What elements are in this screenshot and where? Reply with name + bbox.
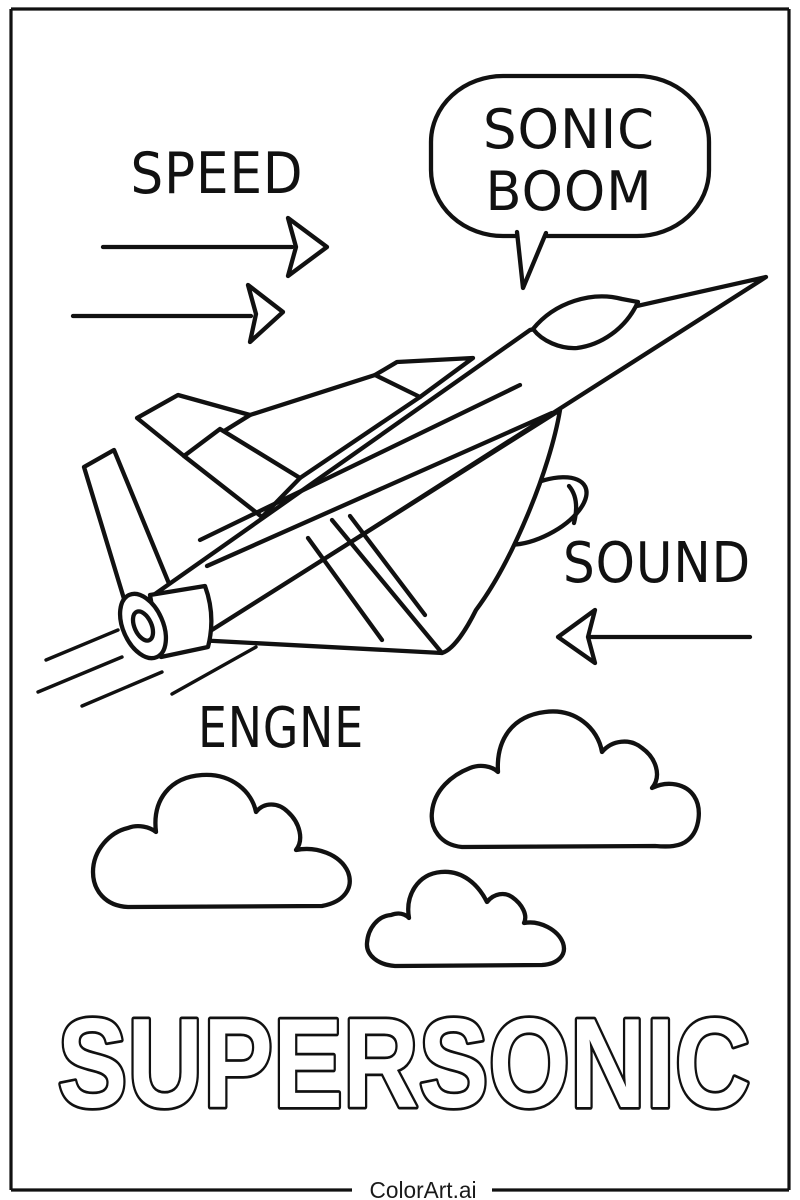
cloud-icon: [90, 772, 352, 910]
jet-engine-nozzle: [117, 583, 214, 661]
engine-label: ENGNE: [198, 696, 364, 761]
speech-bubble: SONIC BOOM: [428, 73, 712, 291]
jet-wing: [193, 407, 563, 656]
jet-canopy: [530, 294, 641, 351]
sonic-boom-line2: BOOM: [486, 160, 653, 223]
sound-label: SOUND: [563, 531, 751, 596]
jet-far-stabilizer: [372, 355, 476, 400]
sound-annotation: SOUND: [555, 531, 753, 666]
jet-drawing: [36, 274, 769, 708]
exhaust-speed-lines: [36, 628, 258, 708]
sonic-boom-line1: SONIC: [483, 98, 655, 161]
supersonic-title: SUPERSONIC: [58, 992, 751, 1134]
cloud-icon: [364, 869, 567, 969]
watermark: ColorArt.ai: [370, 1177, 477, 1200]
speed-label: SPEED: [131, 141, 304, 207]
sound-arrow-icon: [555, 607, 753, 666]
speed-arrow-icon: [70, 282, 286, 345]
speed-annotation: SPEED: [70, 141, 330, 345]
cloud-icon: [429, 709, 701, 850]
jet-vertical-fin: [81, 447, 173, 615]
jet-fuselage-panel-lines: [197, 382, 555, 569]
clouds: [90, 709, 701, 969]
jet-tail-fins: [134, 372, 423, 520]
page-border: [9, 7, 791, 1192]
speed-arrow-icon: [100, 215, 330, 279]
